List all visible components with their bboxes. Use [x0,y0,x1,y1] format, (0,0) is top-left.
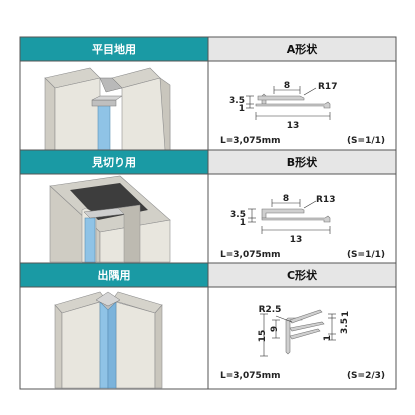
dim-height-total: 15 [258,330,268,343]
outside-corner-illustration [54,291,163,389]
shape-header-cell [208,263,396,287]
table-grid [19,36,397,390]
shape-header-label: B形状 [287,155,318,169]
dim-height-b: 1 [240,218,246,228]
profile-c-drawing [260,309,336,357]
dim-width-top: 8 [283,194,289,204]
length-label: L=3,075mm [220,371,281,381]
shape-header-cell [208,150,396,174]
dim-height-a: 3.5 [229,96,245,106]
flat-joint-illustration [44,67,171,151]
row-parting: 見切り用 B形状 [20,150,396,263]
dim-height-a: 3.5 [230,210,246,220]
dim-height-inner: 9 [270,326,280,332]
scale-label: (S=1/1) [347,250,385,260]
dim-width-bottom: 13 [290,235,303,245]
dim-height-a: 1 [341,311,351,317]
dim-height-c: 1 [323,335,333,341]
scale-label: (S=1/1) [347,136,385,146]
parting-illustration [49,175,171,263]
shape-header-label: A形状 [287,42,319,56]
usage-header-cell [20,37,208,61]
usage-header-cell [20,263,208,287]
row-outside-corner: 出隅用 C形状 [20,263,396,389]
profile-a-drawing [246,86,331,120]
dim-height-b: 3.5 [340,318,350,334]
scale-label: (S=2/3) [347,371,385,381]
usage-header-label: 見切り用 [91,156,136,169]
shape-header-label: C形状 [287,268,318,282]
dim-width-bottom: 13 [287,121,300,131]
usage-header-cell [20,150,208,174]
dim-height-b: 1 [239,104,245,114]
dim-radius: R17 [318,82,337,92]
length-label: L=3,075mm [220,136,281,146]
length-label: L=3,075mm [220,250,281,260]
shape-header-cell [208,37,396,61]
dim-radius: R13 [316,195,335,205]
profile-b-drawing [248,199,331,234]
row-flat-joint: 平目地用 A形状 [20,37,396,151]
usage-header-label: 平目地用 [92,42,136,56]
usage-header-label: 出隅用 [98,268,131,282]
dim-width-top: 8 [284,81,290,91]
dim-radius: R2.5 [259,305,282,315]
